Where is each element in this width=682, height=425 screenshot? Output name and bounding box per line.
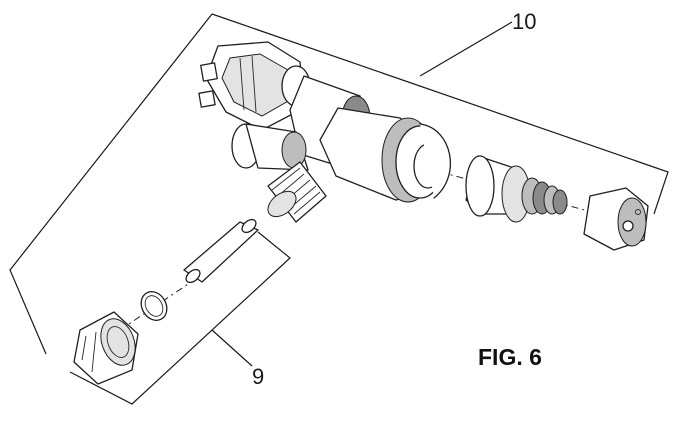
bracket-assembly-9 xyxy=(69,231,291,405)
axis-line-nut xyxy=(119,275,201,331)
end-cap xyxy=(583,187,649,251)
axis-line-main xyxy=(439,171,601,215)
plunger-spring xyxy=(521,177,568,215)
o-ring xyxy=(140,291,168,321)
threaded-outlet xyxy=(267,161,327,223)
leader-line-9 xyxy=(211,329,253,367)
figure-title: FIG. 6 xyxy=(478,344,542,370)
main-collar-housing xyxy=(319,107,451,203)
leader-line-10 xyxy=(419,21,513,77)
bracket-assembly-10-left xyxy=(9,13,213,355)
rod-pin xyxy=(183,218,259,284)
reference-numeral-9: 9 xyxy=(252,364,265,389)
bracket-assembly-10 xyxy=(211,13,669,215)
cylinder-sleeve xyxy=(465,155,531,223)
reference-numeral-10: 10 xyxy=(512,9,537,34)
hex-nut xyxy=(73,311,139,385)
